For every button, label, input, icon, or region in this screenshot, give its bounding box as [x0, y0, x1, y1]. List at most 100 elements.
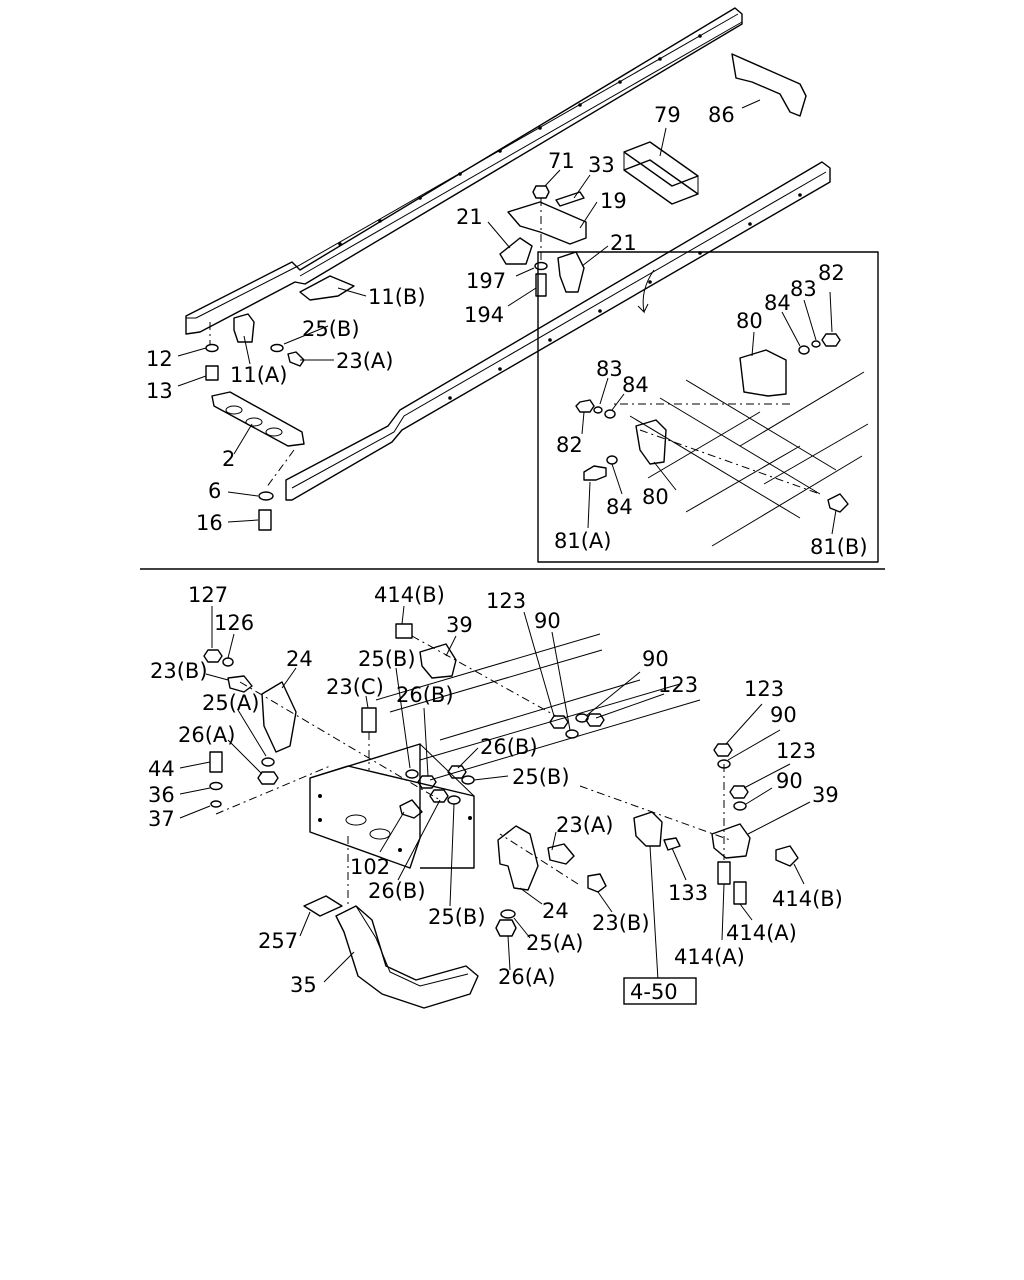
- washer-126: [222, 657, 234, 667]
- callout-21-right: 21: [610, 231, 637, 255]
- washer-25b-lower: [447, 795, 461, 805]
- washer-12: [205, 343, 219, 353]
- crossmember-11b: [299, 275, 355, 301]
- rear-frame-rails: [375, 633, 701, 781]
- callout-123-right-mid: 123: [776, 739, 816, 763]
- bracket-24-center: [497, 825, 539, 891]
- callout-26a-bottom: 26(A): [498, 965, 555, 989]
- callout-39-right: 39: [812, 783, 839, 807]
- callout-127: 127: [188, 583, 228, 607]
- inset-callout-84-low: 84: [622, 373, 649, 397]
- rear-crossmember: [309, 743, 475, 869]
- washer-90-right-a: [717, 759, 731, 769]
- washer-25a-left: [261, 757, 275, 767]
- bottom-leader-lines: [179, 605, 811, 983]
- bracket-86: [731, 53, 807, 117]
- callout-26b-top: 26(B): [396, 683, 454, 707]
- inset-callout-80-top: 80: [736, 309, 763, 333]
- callout-36: 36: [148, 783, 175, 807]
- inset-leader-lines: [581, 291, 837, 535]
- callout-24-center: 24: [542, 899, 569, 923]
- plate-33: [555, 191, 585, 207]
- washer-6: [258, 491, 274, 501]
- callout-23b-bottom: 23(B): [592, 911, 650, 935]
- bolt-81a: [583, 465, 607, 481]
- callout-414b-right: 414(B): [772, 887, 843, 911]
- nut-26a-left: [257, 771, 279, 785]
- bolt-102: [399, 799, 423, 819]
- callout-23c: 23(C): [326, 675, 384, 699]
- callout-25a-bottom: 25(A): [526, 931, 583, 955]
- callout-123-right-top: 123: [744, 677, 784, 701]
- nut-123-right-b: [729, 785, 749, 799]
- callout-44: 44: [148, 757, 175, 781]
- step-bracket-35: [335, 905, 479, 1009]
- callout-11b: 11(B): [368, 285, 426, 309]
- callout-90-top: 90: [534, 609, 561, 633]
- bracket-133: [633, 811, 663, 847]
- washer-90-right-b: [733, 801, 747, 811]
- callout-21-left: 21: [456, 205, 483, 229]
- callout-123-mid: 123: [658, 673, 698, 697]
- plate-257: [303, 895, 343, 917]
- inset-callout-83-top: 83: [790, 277, 817, 301]
- callout-90-right-top: 90: [770, 703, 797, 727]
- washer-84-lower-b: [606, 455, 618, 465]
- washer-197: [534, 261, 548, 271]
- nut-26b-lower: [429, 789, 449, 803]
- top-leader-lines: [177, 99, 761, 523]
- washer-84-upper: [798, 345, 810, 355]
- callout-23b-left: 23(B): [150, 659, 208, 683]
- callout-11a: 11(A): [230, 363, 287, 387]
- bolt-13: [205, 365, 219, 381]
- callout-197: 197: [466, 269, 506, 293]
- washer-25b-top: [270, 343, 284, 353]
- callout-24-left: 24: [286, 647, 313, 671]
- ref-box-4-50: [623, 977, 697, 1005]
- bolt-23a-bottom: [547, 843, 575, 865]
- inset-frame: [537, 251, 879, 563]
- bolt-414a-a: [717, 861, 731, 885]
- callout-25b-bottom: 25(B): [428, 905, 486, 929]
- callout-414b-top: 414(B): [374, 583, 445, 607]
- inset-callout-81a: 81(A): [554, 529, 611, 553]
- bracket-24-left: [261, 681, 297, 753]
- callout-414a-right: 414(A): [726, 921, 797, 945]
- inset-callout-84-bottom: 84: [606, 495, 633, 519]
- washer-25b-right: [461, 775, 475, 785]
- frame-rail-upper: [185, 7, 743, 335]
- inset-callout-82-low: 82: [556, 433, 583, 457]
- callout-79: 79: [654, 103, 681, 127]
- bolt-81b: [827, 493, 849, 513]
- washer-37: [210, 800, 222, 808]
- nut-127: [203, 649, 223, 663]
- callout-23a-top: 23(A): [336, 349, 393, 373]
- bracket-19: [507, 201, 587, 245]
- bracket-39-right: [711, 823, 751, 859]
- callout-90-right-mid: 90: [776, 769, 803, 793]
- bolt-414a-b: [733, 881, 747, 905]
- bolt-16: [258, 509, 272, 531]
- inset-callout-82-top: 82: [818, 261, 845, 285]
- inset-arrow: [637, 269, 655, 314]
- bolt-414b-right: [775, 845, 799, 867]
- callout-26b-bottom: 26(B): [368, 879, 426, 903]
- inset-callout-83-low: 83: [596, 357, 623, 381]
- hanger-21-left: [499, 237, 533, 265]
- callout-257: 257: [258, 929, 298, 953]
- callout-39-top: 39: [446, 613, 473, 637]
- bolt-23b-bottom: [587, 873, 607, 893]
- bolt-23a-top: [287, 351, 305, 367]
- callout-23a-bottom: 23(A): [556, 813, 613, 837]
- washer-84-lower-a: [604, 409, 616, 419]
- callout-37: 37: [148, 807, 175, 831]
- crossmember-2: [211, 391, 305, 447]
- callout-25b-mid: 25(B): [358, 647, 416, 671]
- washer-25b-mid: [405, 769, 419, 779]
- callout-25b-top: 25(B): [302, 317, 360, 341]
- callout-33: 33: [588, 153, 615, 177]
- lockwasher-83-lower: [593, 406, 603, 414]
- callout-86: 86: [708, 103, 735, 127]
- bolt-414b-top: [395, 623, 413, 639]
